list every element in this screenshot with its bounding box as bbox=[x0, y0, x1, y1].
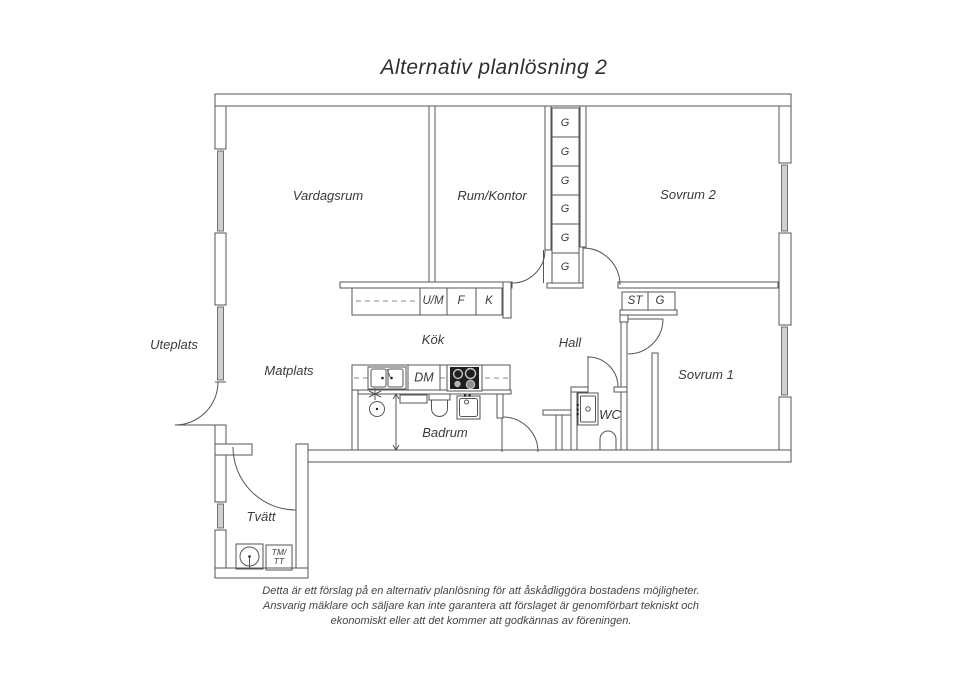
exterior-walls bbox=[214, 93, 792, 579]
dryer-cabinet bbox=[265, 544, 293, 571]
kitchen-sink-icon bbox=[367, 366, 407, 390]
hall-cabinets bbox=[619, 291, 678, 323]
windows bbox=[217, 150, 788, 529]
appliance-label-um: U/M bbox=[422, 294, 444, 307]
appliance-label-f: F bbox=[457, 294, 465, 307]
window-laundry bbox=[217, 503, 224, 529]
bedroom2-door bbox=[582, 247, 621, 286]
appliance-label-k: K bbox=[485, 294, 493, 307]
room-label-tvatt: Tvätt bbox=[246, 509, 276, 525]
wc-door bbox=[587, 356, 619, 388]
disclaimer-line-2: Ansvarig mäklare och säljare kan inte ga… bbox=[263, 600, 699, 612]
doors bbox=[174, 247, 664, 511]
appliance-label-dm: DM bbox=[414, 370, 434, 385]
bedroom1-door bbox=[627, 318, 664, 355]
room-label-rum-kontor: Rum/Kontor bbox=[457, 188, 527, 204]
bathroom-shelf bbox=[399, 394, 428, 404]
room-label-wc: WC bbox=[599, 407, 621, 423]
room-label-badrum: Badrum bbox=[422, 425, 468, 441]
window-livingroom bbox=[217, 150, 224, 232]
office-door bbox=[511, 249, 546, 284]
wardrobe-label-g-6: G bbox=[560, 261, 570, 274]
wardrobe-label-g-1: G bbox=[560, 117, 570, 130]
window-bedroom2 bbox=[781, 164, 788, 232]
washing-machine-icon bbox=[235, 543, 264, 570]
disclaimer-line-3: ekonomiskt eller att det kommer att godk… bbox=[330, 615, 632, 627]
shower-partition bbox=[392, 393, 400, 451]
room-label-uteplats: Uteplats bbox=[150, 337, 198, 353]
laundry-door bbox=[232, 446, 297, 511]
wc-sink-icon bbox=[576, 392, 599, 426]
room-label-vardagsrum: Vardagsrum bbox=[292, 188, 364, 204]
wardrobe-column bbox=[546, 107, 584, 289]
wardrobe-label-g-2: G bbox=[560, 146, 570, 159]
patio-door bbox=[174, 381, 219, 426]
bathroom-toilet-icon bbox=[428, 393, 451, 417]
appliance-label-tm-tt: TM/ TT bbox=[271, 547, 287, 566]
window-dining bbox=[217, 306, 224, 381]
bathroom-basin-icon bbox=[456, 394, 481, 420]
cabinet-label-st: ST bbox=[627, 294, 643, 307]
room-label-kok: Kök bbox=[421, 332, 445, 348]
interior-walls bbox=[339, 105, 779, 451]
shower-icon bbox=[368, 388, 385, 417]
room-label-matplats: Matplats bbox=[264, 363, 314, 379]
laundry-fixtures bbox=[235, 543, 293, 571]
kitchen-counters bbox=[351, 287, 511, 392]
room-label-hall: Hall bbox=[558, 335, 582, 351]
room-label-sovrum-1: Sovrum 1 bbox=[678, 367, 734, 383]
wardrobe-label-g-4: G bbox=[560, 203, 570, 216]
bathroom-door bbox=[501, 416, 539, 453]
bathroom-fixtures bbox=[368, 388, 481, 451]
disclaimer-line-1: Detta är ett förslag på en alternativ pl… bbox=[262, 585, 700, 597]
window-bedroom1 bbox=[781, 326, 788, 396]
wardrobe-label-g-5: G bbox=[560, 232, 570, 245]
room-label-sovrum-2: Sovrum 2 bbox=[660, 187, 716, 203]
wc-fixtures bbox=[576, 392, 617, 450]
wardrobe-label-g-3: G bbox=[560, 175, 570, 188]
cabinet-label-g: G bbox=[655, 294, 665, 307]
plan-title: Alternativ planlösning 2 bbox=[380, 56, 608, 79]
stove-icon bbox=[446, 364, 483, 392]
wc-toilet-icon bbox=[599, 430, 617, 450]
